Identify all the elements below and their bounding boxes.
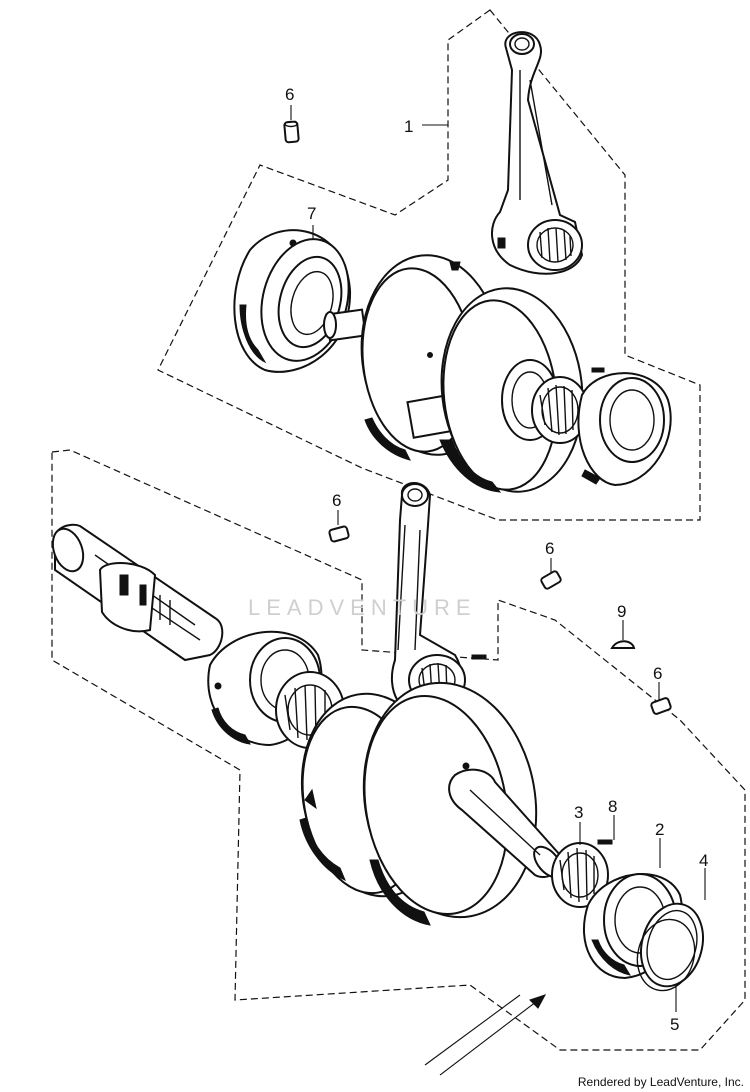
dowel-pin-right — [540, 570, 562, 590]
callout-2: 2 — [655, 820, 664, 839]
pin-8 — [597, 839, 613, 845]
lower-flywheel-right — [362, 681, 538, 926]
callout-6-right: 6 — [545, 539, 554, 558]
woodruff-key — [610, 640, 636, 649]
callout-6-mid: 6 — [332, 491, 341, 510]
connecting-rod-upper — [490, 31, 584, 275]
output-shaft — [51, 523, 224, 662]
dowel-pin-lower-right — [650, 697, 672, 715]
arrow-shaft — [439, 994, 546, 1076]
callout-3: 3 — [574, 803, 583, 822]
dowel-pin-top — [283, 120, 300, 144]
upper-needle-bearing — [531, 376, 589, 444]
callout-4: 4 — [699, 851, 708, 870]
upper-group-outline — [157, 9, 701, 521]
render-credit: Rendered by LeadVenture, Inc. — [577, 1075, 744, 1089]
dowel-pin-mid-left — [328, 525, 350, 543]
watermark: LEADVENTURE — [248, 595, 477, 620]
lower-group-outline — [51, 449, 746, 1051]
upper-bearing-right — [577, 367, 672, 487]
callout-5: 5 — [670, 1015, 679, 1034]
arrow-head — [529, 994, 547, 1009]
callout-1: 1 — [404, 117, 413, 136]
ball-bearing-7 — [233, 229, 352, 373]
callout-6-low: 6 — [653, 664, 662, 683]
callout-7: 7 — [307, 204, 316, 223]
callout-9: 9 — [617, 602, 626, 621]
arrow-shadow-line — [424, 994, 521, 1066]
callout-6-top: 6 — [285, 85, 294, 104]
upper-shaft-stub — [323, 308, 367, 342]
needle-bearing-3 — [551, 842, 609, 908]
callout-8: 8 — [608, 797, 617, 816]
circlip-5 — [636, 918, 696, 992]
